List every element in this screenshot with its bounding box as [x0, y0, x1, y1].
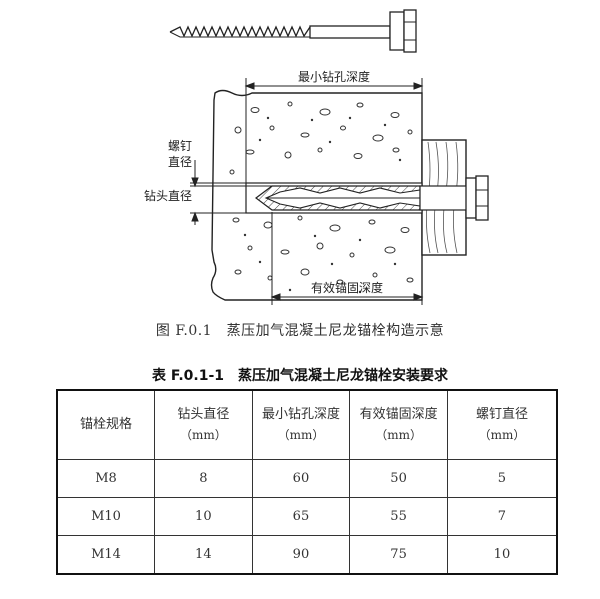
min-drill-depth-dimension [244, 78, 424, 184]
effective-anchor-depth-dimension [270, 212, 424, 305]
anchor-diagram: 最小钻孔深度 有效锚固深度 螺钉 直径 钻头直径 [144, 9, 489, 305]
bit-diameter-label: 钻头直径 [144, 188, 192, 203]
header-bit-diameter: 钻头直径（mm） [154, 389, 253, 460]
screw-diameter-label-line1: 螺钉 [168, 139, 192, 153]
screw-diameter-label-line2: 直径 [168, 155, 192, 169]
screw-illustration [169, 9, 417, 53]
anchor-bolt [245, 175, 489, 221]
table-cell: 7 [446, 497, 558, 536]
table-cell: 55 [349, 497, 448, 536]
table-cell: M8 [56, 459, 156, 498]
table-row: M14 14 90 75 10 [56, 535, 558, 575]
table-cell: 10 [446, 535, 558, 575]
table-cell: 60 [251, 459, 351, 498]
header-min-drill-depth: 最小钻孔深度（mm） [251, 389, 351, 460]
table-cell: M14 [56, 535, 156, 575]
table-row: M10 10 65 55 7 [56, 497, 558, 536]
table-cell: M10 [56, 497, 156, 536]
table-cell: 10 [154, 497, 253, 536]
min-drill-depth-label: 最小钻孔深度 [298, 69, 370, 84]
table-cell: 90 [251, 535, 351, 575]
diameter-dimensions [190, 160, 272, 225]
table-cell: 5 [446, 459, 558, 498]
header-effective-anchor-depth: 有效锚固深度（mm） [349, 389, 448, 460]
header-anchor-spec: 锚栓规格 [56, 389, 156, 460]
anchor-spec-table: 锚栓规格 钻头直径（mm） 最小钻孔深度（mm） 有效锚固深度（mm） 螺钉直径… [56, 389, 558, 575]
table-row: M8 8 60 50 5 [56, 459, 558, 498]
table-title: 表 F.0.1-1 蒸压加气混凝土尼龙锚栓安装要求 [151, 368, 449, 384]
table-cell: 14 [154, 535, 253, 575]
figure-caption: 图 F.0.1 蒸压加气混凝土尼龙锚栓构造示意 [155, 323, 445, 339]
table-cell: 50 [349, 459, 448, 498]
table-cell: 75 [349, 535, 448, 575]
effective-anchor-depth-label: 有效锚固深度 [311, 280, 383, 295]
table-cell: 65 [251, 497, 351, 536]
table-header-row: 锚栓规格 钻头直径（mm） 最小钻孔深度（mm） 有效锚固深度（mm） 螺钉直径… [56, 389, 558, 460]
table-cell: 8 [154, 459, 253, 498]
header-screw-diameter: 螺钉直径（mm） [446, 389, 558, 460]
